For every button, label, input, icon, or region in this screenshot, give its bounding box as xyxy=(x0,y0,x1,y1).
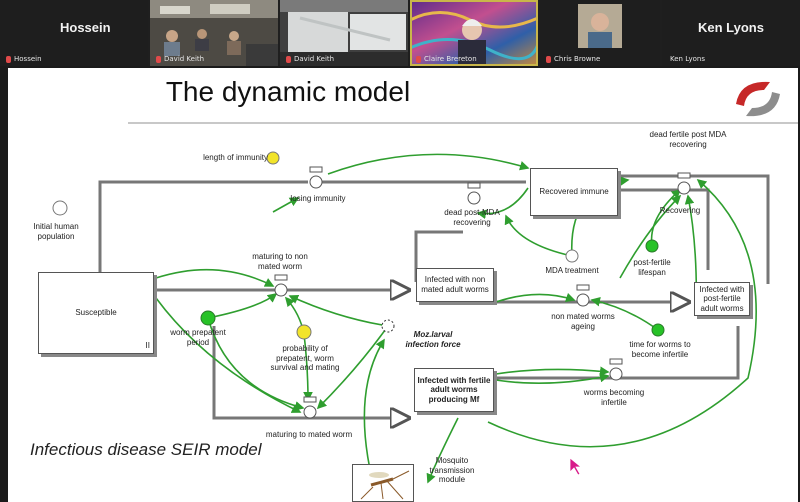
stock-infected-non-mated: Infected with non mated adult worms xyxy=(416,268,494,302)
logo-icon xyxy=(736,81,780,117)
mosquito-icon xyxy=(360,470,410,500)
label-length-of-immunity: length of immunity xyxy=(203,153,268,162)
label-moz-larval: Moz.larval infection force xyxy=(405,330,461,349)
mda-treatment-node xyxy=(565,249,579,263)
slide-title: The dynamic model xyxy=(165,76,411,107)
diagram-connectors xyxy=(52,151,770,502)
label-worms-becoming-infertile: worms becoming infertile xyxy=(583,388,645,407)
participant-tile-5[interactable]: Chris Browne xyxy=(540,0,660,66)
label-dead-fertile-post-mda: dead fertile post MDA recovering xyxy=(649,130,727,149)
post-fertile-lifespan-node xyxy=(645,239,659,253)
label-initial-human-population: Initial human population xyxy=(33,222,79,241)
label-non-mated-ageing: non mated worms ageing xyxy=(551,312,615,331)
participant-display-name: Ken Lyons xyxy=(698,20,764,35)
participant-name-tag: Claire Brereton xyxy=(416,55,477,63)
mouse-cursor-icon xyxy=(569,457,583,476)
participant-name-tag: Ken Lyons xyxy=(670,55,705,63)
video-feed-classroom xyxy=(150,0,278,66)
participant-tile-6[interactable]: Ken Lyons Ken Lyons xyxy=(662,0,800,66)
muted-mic-icon xyxy=(6,55,11,63)
video-feed-speaker xyxy=(410,0,538,66)
time-for-worms-node xyxy=(651,323,665,337)
label-maturing-to-mated: maturing to mated worm xyxy=(265,430,353,439)
label-post-fertile-lifespan: post-fertile lifespan xyxy=(633,258,671,277)
participant-name-tag: Chris Browne xyxy=(546,55,600,63)
video-feed-room xyxy=(280,0,408,66)
participant-name-tag: Hossein xyxy=(6,55,42,63)
label-mda-treatment: MDA treatment xyxy=(545,266,599,275)
participant-name-tag: David Keith xyxy=(286,55,334,63)
stock-marker: II xyxy=(145,341,150,351)
participant-tile-1[interactable]: Hossein Hossein xyxy=(0,0,148,66)
participant-strip: Hossein Hossein David Keith David Keith xyxy=(0,0,800,66)
label-mosquito-module: Mosquito transmission module xyxy=(429,456,475,485)
mosquito-module-image xyxy=(352,464,414,502)
participant-tile-3[interactable]: David Keith xyxy=(280,0,408,66)
participant-tile-2[interactable]: David Keith xyxy=(150,0,278,66)
length-of-immunity-node xyxy=(266,151,280,165)
stock-susceptible: Susceptible II xyxy=(38,272,154,354)
stock-infected-fertile: Infected with fertile adult worms produc… xyxy=(414,368,494,412)
label-worm-prepatent-period: worm prepatent period xyxy=(170,328,226,347)
initial-population-node xyxy=(52,200,68,216)
slide-footer: Infectious disease SEIR model xyxy=(30,440,262,459)
video-feed-portrait xyxy=(578,4,622,48)
worm-prepatent-node xyxy=(200,310,216,326)
participant-display-name: Hossein xyxy=(60,20,111,35)
label-losing-immunity: losing immunity xyxy=(290,194,346,203)
probability-node xyxy=(296,324,312,340)
title-divider xyxy=(128,122,798,124)
label-probability-prepatent: probability of prepatent, worm survival … xyxy=(270,344,340,373)
label-recovering: Recovering xyxy=(659,206,701,215)
stock-recovered-immune: Recovered immune xyxy=(530,168,618,216)
label-time-for-worms: time for worms to become infertile xyxy=(629,340,691,359)
muted-mic-icon xyxy=(286,55,291,63)
label-maturing-to-non-mated: maturing to non mated worm xyxy=(252,252,308,271)
participant-name-tag: David Keith xyxy=(156,55,204,63)
label-dead-post-mda: dead post-MDA recovering xyxy=(444,208,500,227)
muted-mic-icon xyxy=(156,55,161,63)
shared-slide: The dynamic model xyxy=(8,68,798,502)
stock-infected-post-fertile: Infected with post-fertile adult worms xyxy=(694,282,750,316)
moz-larval-node xyxy=(381,319,395,333)
muted-mic-icon xyxy=(416,55,421,63)
participant-tile-4-active-speaker[interactable]: Claire Brereton xyxy=(410,0,538,66)
muted-mic-icon xyxy=(546,55,551,63)
